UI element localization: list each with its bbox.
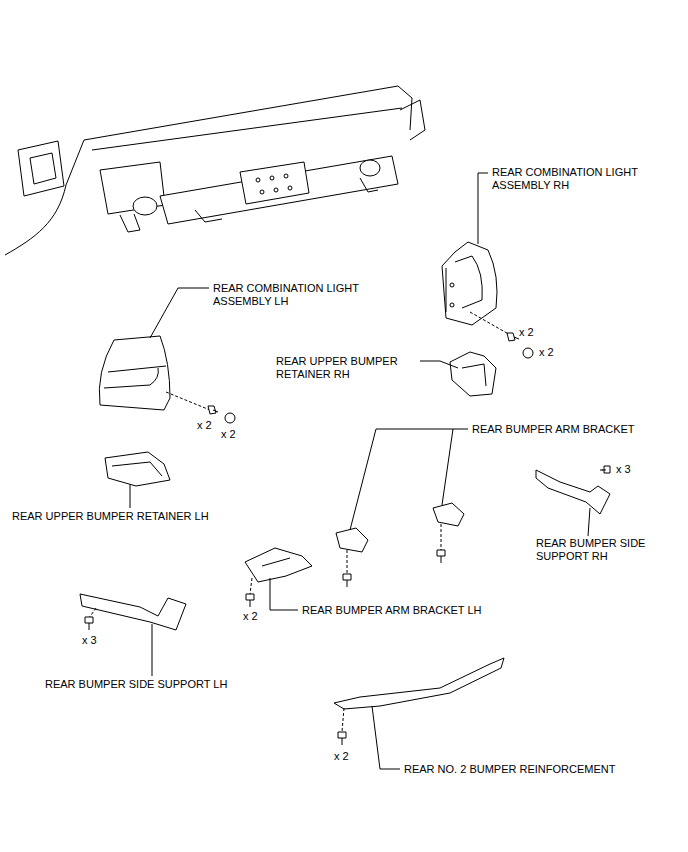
- bumper-reinforcement: [334, 658, 504, 709]
- combination-light-lh: [99, 336, 170, 410]
- combination-light-rh: [442, 242, 497, 325]
- arm-bracket: [336, 528, 368, 552]
- part-name: REAR UPPER BUMPER RETAINER LH: [12, 510, 209, 523]
- part-name: REAR BUMPER ARM BRACKET LH: [302, 604, 482, 617]
- retainer-rh: [450, 352, 496, 396]
- quantity: x 2: [334, 750, 349, 763]
- quantity: x 2: [243, 610, 258, 623]
- part-name: REAR BUMPER SIDE SUPPORT LH: [45, 678, 227, 691]
- part-name: REAR COMBINATION LIGHT ASSEMBLY RH: [492, 166, 657, 192]
- side-support-rh: [536, 470, 610, 514]
- quantity: x 3: [616, 463, 631, 476]
- quantity: x 3: [82, 634, 97, 647]
- quantity: x 2: [519, 326, 534, 339]
- side-support-lh: [80, 594, 186, 630]
- part-name: REAR BUMPER ARM BRACKET: [472, 423, 635, 436]
- retainer-lh: [105, 452, 170, 486]
- arm-bracket: [433, 503, 464, 526]
- part-name: REAR UPPER BUMPER RETAINER RH: [276, 355, 416, 381]
- quantity: x 2: [221, 428, 236, 441]
- quantity: x 2: [197, 419, 212, 432]
- arm-bracket-lh: [245, 548, 312, 582]
- vehicle-rear: [5, 86, 425, 255]
- part-name: REAR NO. 2 BUMPER REINFORCEMENT: [404, 763, 615, 776]
- part-name: REAR BUMPER SIDE SUPPORT RH: [536, 537, 676, 563]
- quantity: x 2: [539, 346, 554, 359]
- part-name: REAR COMBINATION LIGHT ASSEMBLY LH: [213, 282, 378, 308]
